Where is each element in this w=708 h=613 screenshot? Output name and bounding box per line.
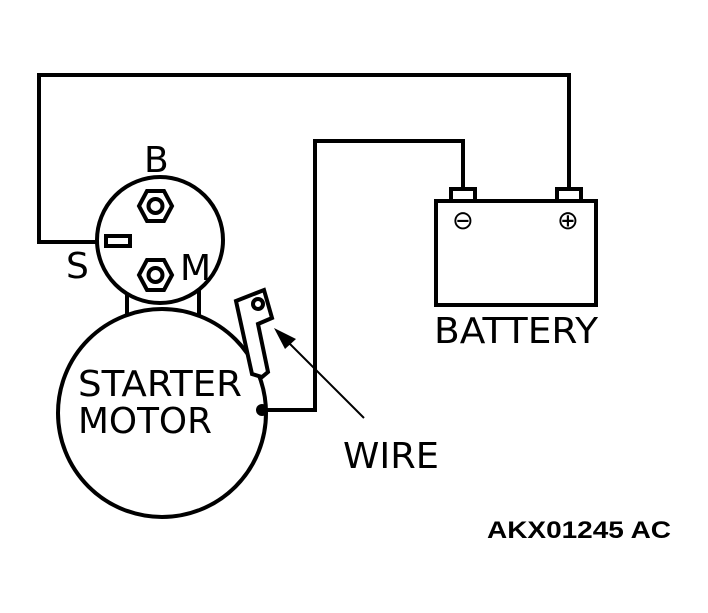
starter-motor-label-line2: MOTOR (78, 401, 212, 442)
wire-s-terminal-to-battery-positive (37, 73, 571, 244)
solenoid-switch (95, 175, 225, 305)
terminal-m-label: M (180, 248, 211, 289)
starter-motor-label-line1: STARTER (78, 364, 242, 405)
body-connection-point (256, 404, 268, 416)
terminal-b-label: B (144, 140, 169, 181)
terminal-m-nut-icon (136, 258, 175, 292)
wire-starter-body-to-battery-negative (260, 139, 465, 412)
terminal-b-nut-icon (136, 189, 175, 223)
battery-label: BATTERY (434, 311, 599, 352)
figure-code-label: AKX01245 AC (487, 517, 671, 544)
wire-label: WIRE (343, 436, 439, 477)
wire-pointer-arrow (274, 328, 365, 419)
terminal-s-tab (104, 234, 132, 248)
terminal-s-label: S (66, 246, 89, 287)
battery-negative-symbol: ⊖ (452, 206, 474, 236)
ground-bracket-icon (233, 287, 275, 380)
battery-icon (434, 187, 598, 307)
battery-positive-symbol: ⊕ (557, 206, 579, 236)
